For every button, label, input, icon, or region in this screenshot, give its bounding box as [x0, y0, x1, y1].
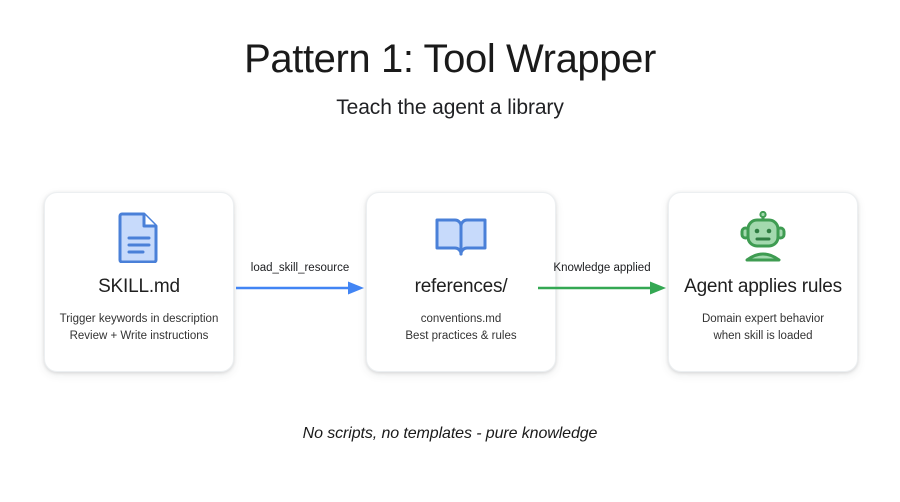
- page-subtitle: Teach the agent a library: [336, 96, 564, 119]
- flow-card-skill-md[interactable]: SKILL.md Trigger keywords in description…: [44, 192, 234, 372]
- flow-arrow-label: Knowledge applied: [553, 262, 651, 274]
- document-icon: [117, 209, 161, 265]
- flow-card-agent-applies-rules[interactable]: Agent applies rules Domain expert behavi…: [668, 192, 858, 372]
- flow-row: SKILL.md Trigger keywords in description…: [0, 192, 900, 374]
- footer-caption: No scripts, no templates - pure knowledg…: [302, 425, 598, 442]
- flow-card-line: Best practices & rules: [405, 329, 517, 342]
- flow-card-references[interactable]: references/ conventions.md Best practice…: [366, 192, 556, 372]
- flow-card-description: Domain expert behavior when skill is loa…: [702, 311, 824, 344]
- flow-card-title: references/: [414, 276, 508, 297]
- diagram-header: Pattern 1: Tool Wrapper Teach the agent …: [0, 36, 900, 120]
- flow-arrow-label: load_skill_resource: [250, 262, 350, 274]
- page-title: Pattern 1: Tool Wrapper: [244, 37, 656, 81]
- flow-card-line: Domain expert behavior: [701, 313, 825, 325]
- flow-card-line: Trigger keywords in description: [59, 313, 219, 325]
- flow-arrow-knowledge-applied: Knowledge applied: [538, 254, 666, 296]
- robot-icon: [737, 209, 789, 265]
- flow-card-description: Trigger keywords in description Review +…: [60, 311, 219, 344]
- flow-card-line: when skill is loaded: [713, 329, 813, 342]
- flow-card-line: Review + Write instructions: [69, 329, 209, 342]
- flow-card-description: conventions.md Best practices & rules: [405, 311, 516, 344]
- flow-card-line: conventions.md: [420, 313, 502, 325]
- flow-arrow-load-skill-resource: load_skill_resource: [236, 254, 364, 296]
- flow-card-title: SKILL.md: [98, 276, 180, 297]
- flow-card-title: Agent applies rules: [684, 276, 842, 297]
- open-book-icon: [433, 209, 489, 265]
